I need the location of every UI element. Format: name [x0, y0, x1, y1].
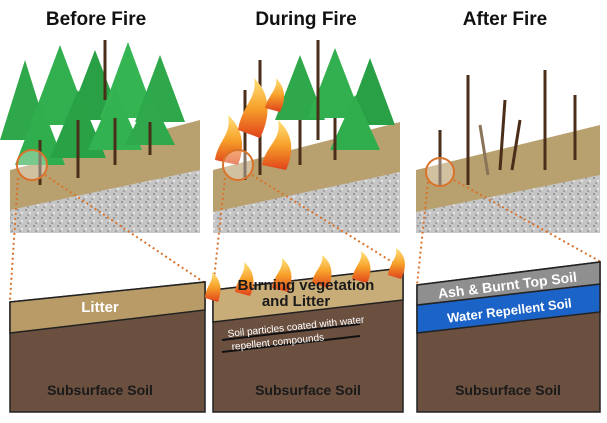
label-burning-vegetation: Burning vegetation [238, 277, 375, 294]
landscape-before-fire [0, 40, 200, 233]
soil-profile-during-fire: Burning vegetation and Litter Soil parti… [205, 248, 405, 413]
coated-particle-line [221, 323, 361, 341]
zoom-connectors [9, 174, 602, 301]
label-subsurface-soil-during: Subsurface Soil [255, 382, 361, 398]
magnifier-circle-icon [222, 149, 254, 181]
label-subsurface-soil-before: Subsurface Soil [47, 382, 153, 398]
tree-icon [243, 40, 395, 180]
soil-profile-after-fire: Ash & Burnt Top Soil Water Repellent Soi… [416, 261, 601, 413]
label-litter: Litter [81, 299, 119, 316]
title-during-fire: During Fire [255, 9, 356, 30]
landscape-during-fire [213, 40, 400, 233]
flame-icon [205, 248, 405, 302]
magnifier-circle-icon [425, 157, 455, 187]
coated-particle-line [221, 335, 361, 353]
magnifier-circle-icon [16, 149, 48, 181]
label-subsurface-soil-after: Subsurface Soil [455, 382, 561, 398]
title-before-fire: Before Fire [46, 9, 146, 30]
soil-profile-before-fire: Litter Subsurface Soil [9, 281, 206, 413]
title-after-fire: After Fire [463, 9, 547, 30]
label-and-litter: and Litter [262, 293, 330, 310]
landscape-after-fire [416, 70, 600, 233]
flame-icon [215, 78, 292, 170]
